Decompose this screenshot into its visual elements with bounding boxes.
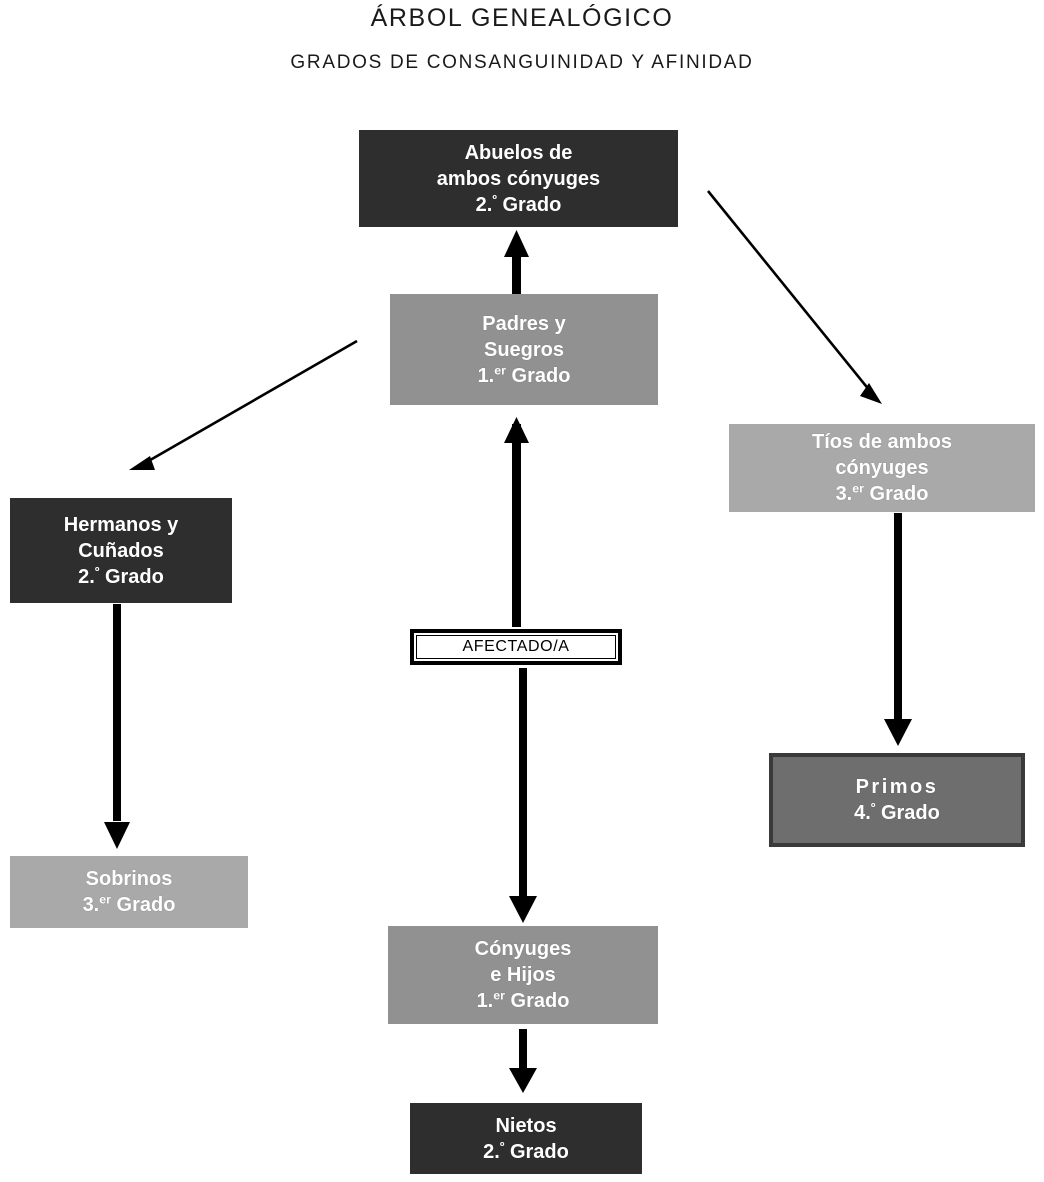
arrow-hermanos-to-sobrinos <box>104 604 130 849</box>
node-hermanos-line2: Cuñados <box>78 539 164 562</box>
node-abuelos[interactable]: Abuelos de ambos cónyuges 2.º Grado <box>359 130 678 227</box>
node-sobrinos[interactable]: Sobrinos 3.er Grado <box>10 856 248 928</box>
node-abuelos-line1: Abuelos de <box>464 141 573 164</box>
afectado-inner-ring: AFECTADO/A <box>414 633 618 661</box>
node-sobrinos-line1: Sobrinos <box>85 868 173 890</box>
afectado-label: AFECTADO/A <box>417 636 615 658</box>
page-subtitle: GRADOS DE CONSANGUINIDAD Y AFINIDAD <box>290 52 754 73</box>
node-nietos[interactable]: Nietos 2.º Grado <box>410 1103 642 1174</box>
node-abuelos-line2: ambos cónyuges <box>436 167 601 190</box>
node-hermanos-line1: Hermanos y <box>63 513 179 536</box>
arrow-conyuges-to-nietos <box>509 1029 537 1093</box>
node-hermanos-degree: 2.º Grado <box>78 563 164 588</box>
page-title: ÁRBOL GENEALÓGICO <box>370 4 674 32</box>
arrow-afectado-to-conyuges <box>509 668 537 923</box>
node-conyuges-degree: 1.er Grado <box>476 988 570 1012</box>
arrow-afectado-to-padres <box>504 417 529 627</box>
arrow-padres-to-abuelos <box>504 230 529 294</box>
node-hermanos-cunados[interactable]: Hermanos y Cuñados 2.º Grado <box>10 498 232 603</box>
node-conyuges-line1: Cónyuges <box>474 938 572 960</box>
node-primos-degree: 4.º Grado <box>854 800 940 824</box>
node-conyuges-line2: e Hijos <box>490 964 556 986</box>
node-afectado[interactable]: AFECTADO/A <box>410 629 622 665</box>
node-padres-degree: 1.er Grado <box>477 362 571 387</box>
node-tios-line2: cónyuges <box>835 457 929 479</box>
node-nietos-degree: 2.º Grado <box>483 1138 569 1163</box>
node-sobrinos-degree: 3.er Grado <box>82 892 176 916</box>
node-padres-suegros[interactable]: Padres y Suegros 1.er Grado <box>390 294 658 405</box>
arrow-tios-to-primos <box>884 513 912 746</box>
node-tios[interactable]: Tíos de ambos cónyuges 3.er Grado <box>729 424 1035 512</box>
node-primos-line1: Primos <box>855 776 939 798</box>
node-abuelos-degree: 2.º Grado <box>475 191 562 216</box>
node-tios-line1: Tíos de ambos <box>811 431 953 453</box>
node-nietos-line1: Nietos <box>495 1114 557 1137</box>
node-primos[interactable]: Primos 4.º Grado <box>769 753 1025 847</box>
node-padres-line1: Padres y <box>482 312 566 335</box>
arrow-abuelos-to-tios <box>706 190 882 404</box>
node-tios-degree: 3.er Grado <box>835 481 929 505</box>
arrow-padres-to-hermanos <box>129 339 358 470</box>
node-padres-line2: Suegros <box>483 338 565 361</box>
node-conyuges-hijos[interactable]: Cónyuges e Hijos 1.er Grado <box>388 926 658 1024</box>
